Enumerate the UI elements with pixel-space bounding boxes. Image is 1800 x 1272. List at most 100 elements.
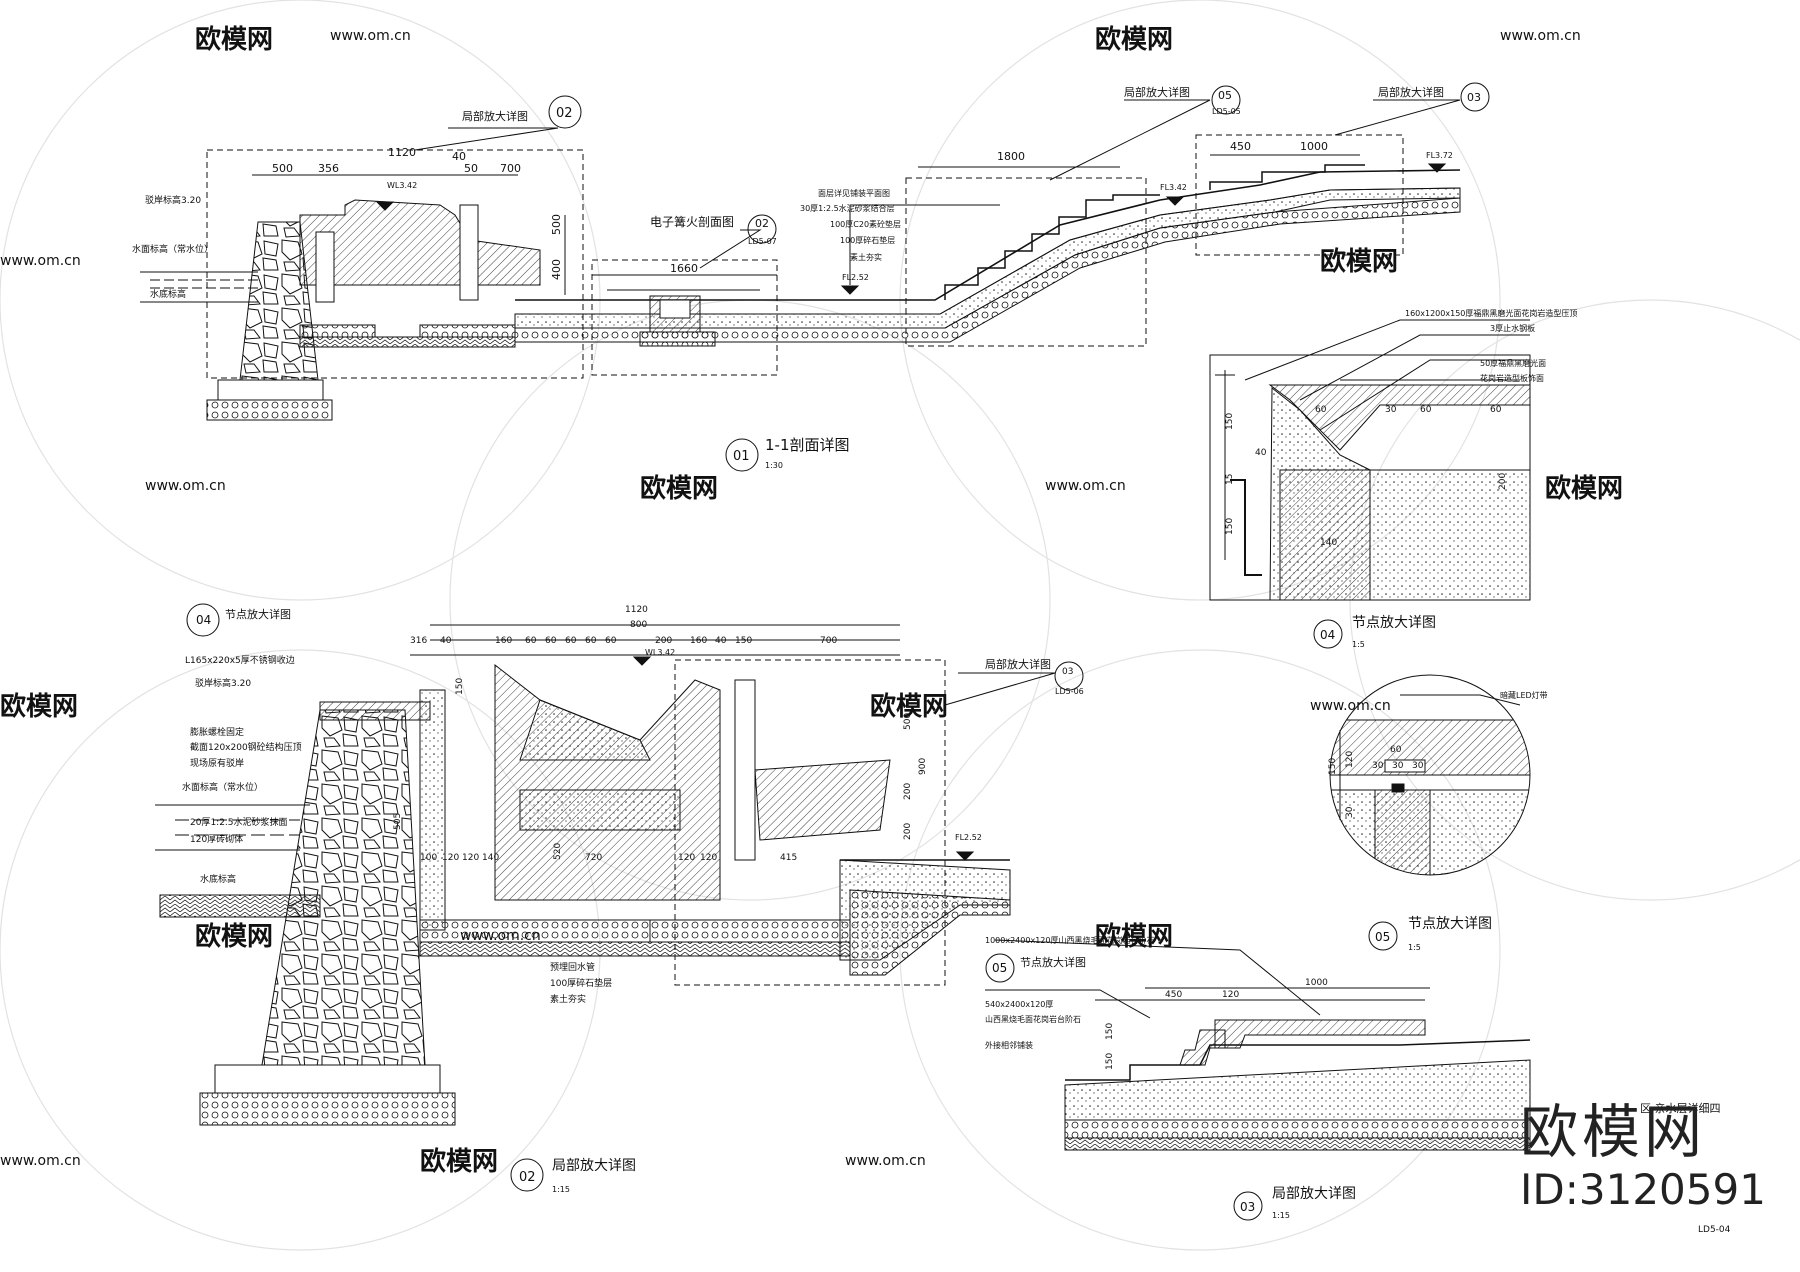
v02-dim: 60	[605, 636, 617, 646]
v02-dim-bottom: 100	[420, 853, 437, 863]
v02-dim: 200	[655, 636, 672, 646]
v01-number: 01	[733, 449, 750, 464]
v01-dim-vertical: 500	[550, 214, 563, 235]
v02-dim-bottom: 120	[678, 853, 695, 863]
v05-dim: 120	[1345, 751, 1355, 768]
v03-scale: 1:15	[1272, 1211, 1290, 1220]
v05-scale: 1:5	[1408, 943, 1421, 952]
big-watermark-title: 欧模网	[1520, 1098, 1707, 1166]
v02-dim: 60	[565, 636, 577, 646]
v02-dim-vertical: 200	[903, 823, 913, 840]
v02-dim-vertical: 500	[903, 713, 913, 730]
v03-title: 局部放大详图	[1272, 1186, 1356, 1202]
v05-number: 05	[1375, 930, 1390, 944]
view-04-detail	[1209, 319, 1531, 649]
v03-note: 山西黑烧毛面花岗岩台阶石	[985, 1014, 1081, 1024]
v04-dim: 60	[1490, 405, 1502, 415]
v04-dim: 200	[1498, 473, 1508, 490]
v03-tag-num: 05	[992, 961, 1007, 975]
wm-text: 欧模网	[1095, 24, 1173, 55]
wm-text: 欧模网	[420, 1146, 498, 1177]
v04-note: 3厚止水钢板	[1490, 323, 1535, 333]
v02-scale: 1:15	[552, 1185, 570, 1194]
v02-left-note: 驳岸标高3.20	[195, 677, 251, 689]
v02-dim-vertical: 520	[553, 843, 563, 860]
v04-note: 160x1200x150厚福鼎黑磨光面花岗岩造型压顶	[1405, 308, 1577, 318]
wm-text: 欧模网	[1320, 246, 1398, 277]
v04-number: 04	[1320, 628, 1335, 642]
wm-text: 欧模网	[1095, 921, 1173, 952]
v02-number: 02	[519, 1170, 536, 1185]
v01-callout-fire-ref: LD5-07	[748, 237, 777, 246]
wm-url: www.om.cn	[0, 1153, 81, 1169]
v01-layer-note: 100厚碎石垫层	[840, 235, 895, 245]
wm-url: www.om.cn	[845, 1153, 926, 1169]
v01-title: 1-1剖面详图	[765, 436, 850, 454]
v03-note: 外接相邻铺装	[985, 1040, 1033, 1050]
v02-left-note: 截面120x200钢砼结构压顶	[190, 741, 302, 753]
big-watermark-id: ID:3120591	[1520, 1165, 1766, 1214]
v02-left-note: 水面标高（常水位）	[182, 781, 263, 793]
v04-scale: 1:5	[1352, 640, 1365, 649]
v05-title: 节点放大详图	[1408, 916, 1492, 932]
sheet-info: 区 亲水层详细四 LD5-04	[1640, 1101, 1731, 1235]
v02-dim-bottom: 140	[482, 853, 499, 863]
v01-layer-note: 30厚1:2.5水泥砂浆结合层	[800, 203, 895, 213]
wm-text: 欧模网	[640, 473, 718, 504]
v02-left-note: 现场原有驳岸	[190, 757, 244, 769]
v02-dim: 1120	[625, 605, 648, 615]
v01-dim: 40	[452, 150, 466, 163]
v05-dim: 60	[1390, 745, 1402, 755]
wm-text: 欧模网	[195, 24, 273, 55]
v04-dim: 60	[1315, 405, 1327, 415]
v01-level: WL3.42	[387, 181, 417, 190]
v02-dim: 316	[410, 636, 427, 646]
wm-text: 欧模网	[195, 921, 273, 952]
v02-dim-vertical: 200	[903, 783, 913, 800]
v05-note: 暗藏LED灯带	[1500, 690, 1548, 700]
v04-dim: 150	[1225, 413, 1235, 430]
v01-callout-02-num: 02	[556, 106, 573, 121]
v01-callout-fire-label: 电子篝火剖面图	[650, 214, 734, 229]
view-02-detail	[155, 603, 1084, 1192]
wm-url: www.om.cn	[1310, 698, 1391, 714]
view-01-labels: 局部放大详图 02 局部放大详图 05 LD5-05 局部放大详图 03 电子篝…	[132, 85, 1481, 470]
v01-level: FL3.42	[1160, 183, 1187, 192]
v02-dim: 160	[690, 636, 707, 646]
v04-title: 节点放大详图	[1352, 615, 1436, 631]
view-05-detail	[1329, 674, 1531, 951]
v03-dim: 150	[1105, 1023, 1115, 1040]
wm-url: www.om.cn	[330, 28, 411, 44]
v02-title: 局部放大详图	[552, 1158, 636, 1174]
wm-url: www.om.cn	[460, 928, 541, 944]
view-03-labels: 1000x2400x120厚山西黑烧毛面花岗岩台阶石 05 节点放大详图 540…	[985, 935, 1356, 1220]
wm-url: www.om.cn	[0, 253, 81, 269]
v05-dim: 30	[1392, 761, 1404, 771]
v02-dim: 160	[495, 636, 512, 646]
v03-number: 03	[1240, 1200, 1255, 1214]
v02-left-note: 120厚砖砌体	[190, 833, 243, 845]
sheet-title-fragment: 区 亲水层详细四	[1640, 1101, 1721, 1115]
v01-callout-02-label: 局部放大详图	[462, 109, 528, 123]
v01-level: FL2.52	[842, 273, 869, 282]
v01-dim-fire: 1660	[670, 262, 698, 275]
v04-dim: 140	[1320, 538, 1337, 548]
v02-dim: 60	[585, 636, 597, 646]
v02-left-note: L165x220x5厚不锈钢收边	[185, 654, 295, 666]
v03-dim: 450	[1165, 990, 1182, 1000]
v02-dim-bottom: 120	[442, 853, 459, 863]
v02-left-note: 20厚1:2.5水泥砂浆抹面	[190, 816, 288, 828]
v01-callout-05-label: 局部放大详图	[1124, 85, 1190, 99]
view-01-section	[140, 82, 1490, 472]
v02-dim-bottom: 120	[462, 853, 479, 863]
v02-dim-vertical: 150	[455, 678, 465, 695]
v02-dim: 40	[715, 636, 727, 646]
v03-note: 1000x2400x120厚山西黑烧毛面花岗岩台阶石	[985, 935, 1154, 945]
v01-dim: 700	[500, 162, 521, 175]
v03-note: 540x2400x120厚	[985, 1000, 1053, 1009]
v01-dim-stairs: 1800	[997, 150, 1025, 163]
wm-url: www.om.cn	[1045, 478, 1126, 494]
v04-note: 花岗岩造型板饰面	[1480, 373, 1544, 383]
v01-layer-note: 100厚C20素砼垫层	[830, 219, 901, 229]
